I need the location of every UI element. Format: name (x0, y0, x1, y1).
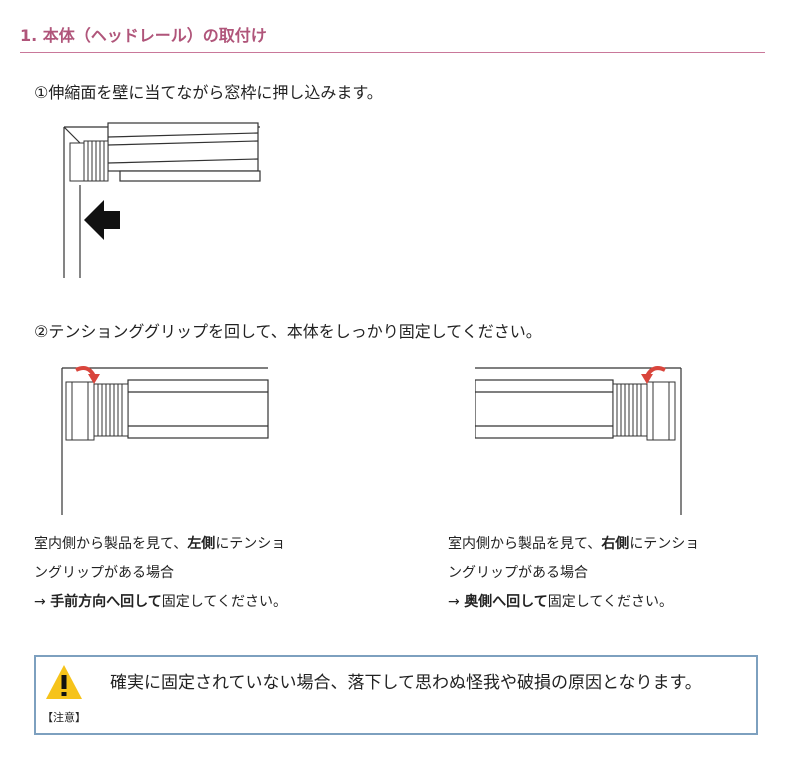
rotate-back-arrow-icon (641, 366, 666, 384)
section-title: 1. 本体（ヘッドレール）の取付け (20, 26, 267, 45)
step1-figure (63, 122, 261, 278)
grip-left-figure (61, 366, 269, 515)
right-grip-caption: 室内側から製品を見て、右側にテンショ ングリップがある場合 → 奥側へ回して固定… (448, 536, 700, 610)
left-grip-caption: 室内側から製品を見て、左側にテンショ ングリップがある場合 → 手前方向へ回して… (34, 536, 287, 610)
tension-grip (612, 381, 676, 441)
rotate-forward-arrow-icon (75, 366, 100, 384)
caution-label: 【注意】 (42, 711, 86, 724)
caution-text: 確実に固定されていない場合、落下して思わぬ怪我や破損の原因となります。 (110, 673, 702, 693)
head-rail (127, 379, 269, 439)
grip-right-figure (475, 366, 682, 515)
step2-instruction: ②テンションググリップを回して、本体をしっかり固定してください。 (34, 322, 542, 341)
warning-triangle-icon (46, 665, 82, 699)
head-rail (107, 122, 261, 182)
tension-grip (65, 381, 129, 441)
step1-instruction: ①伸縮面を壁に当てながら窓枠に押し込みます。 (34, 83, 383, 102)
push-arrow-icon (84, 200, 120, 240)
caution-box: 【注意】 確実に固定されていない場合、落下して思わぬ怪我や破損の原因となります。 (34, 655, 758, 735)
tension-grip (69, 140, 109, 182)
title-divider (20, 52, 765, 53)
head-rail (475, 379, 614, 439)
